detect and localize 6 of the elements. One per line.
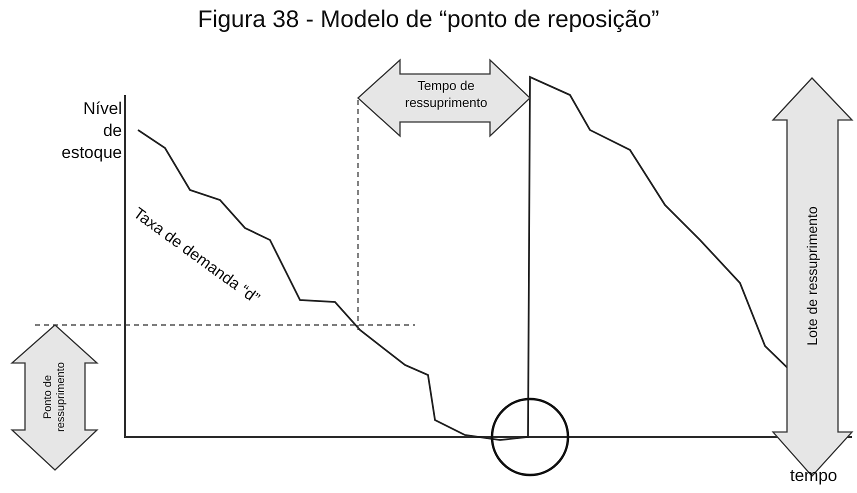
arrow-label: Tempo de ressuprimento: [405, 77, 487, 111]
axis-title: tempo: [790, 466, 838, 486]
arrow-label: Lote de ressuprimento: [804, 206, 820, 346]
figure-title: Figura 38 - Modelo de “ponto de reposição”: [196, 6, 660, 34]
arrow-label: Ponto de ressuprimento: [42, 361, 68, 434]
axis-title: Nível de estoque: [60, 98, 122, 164]
